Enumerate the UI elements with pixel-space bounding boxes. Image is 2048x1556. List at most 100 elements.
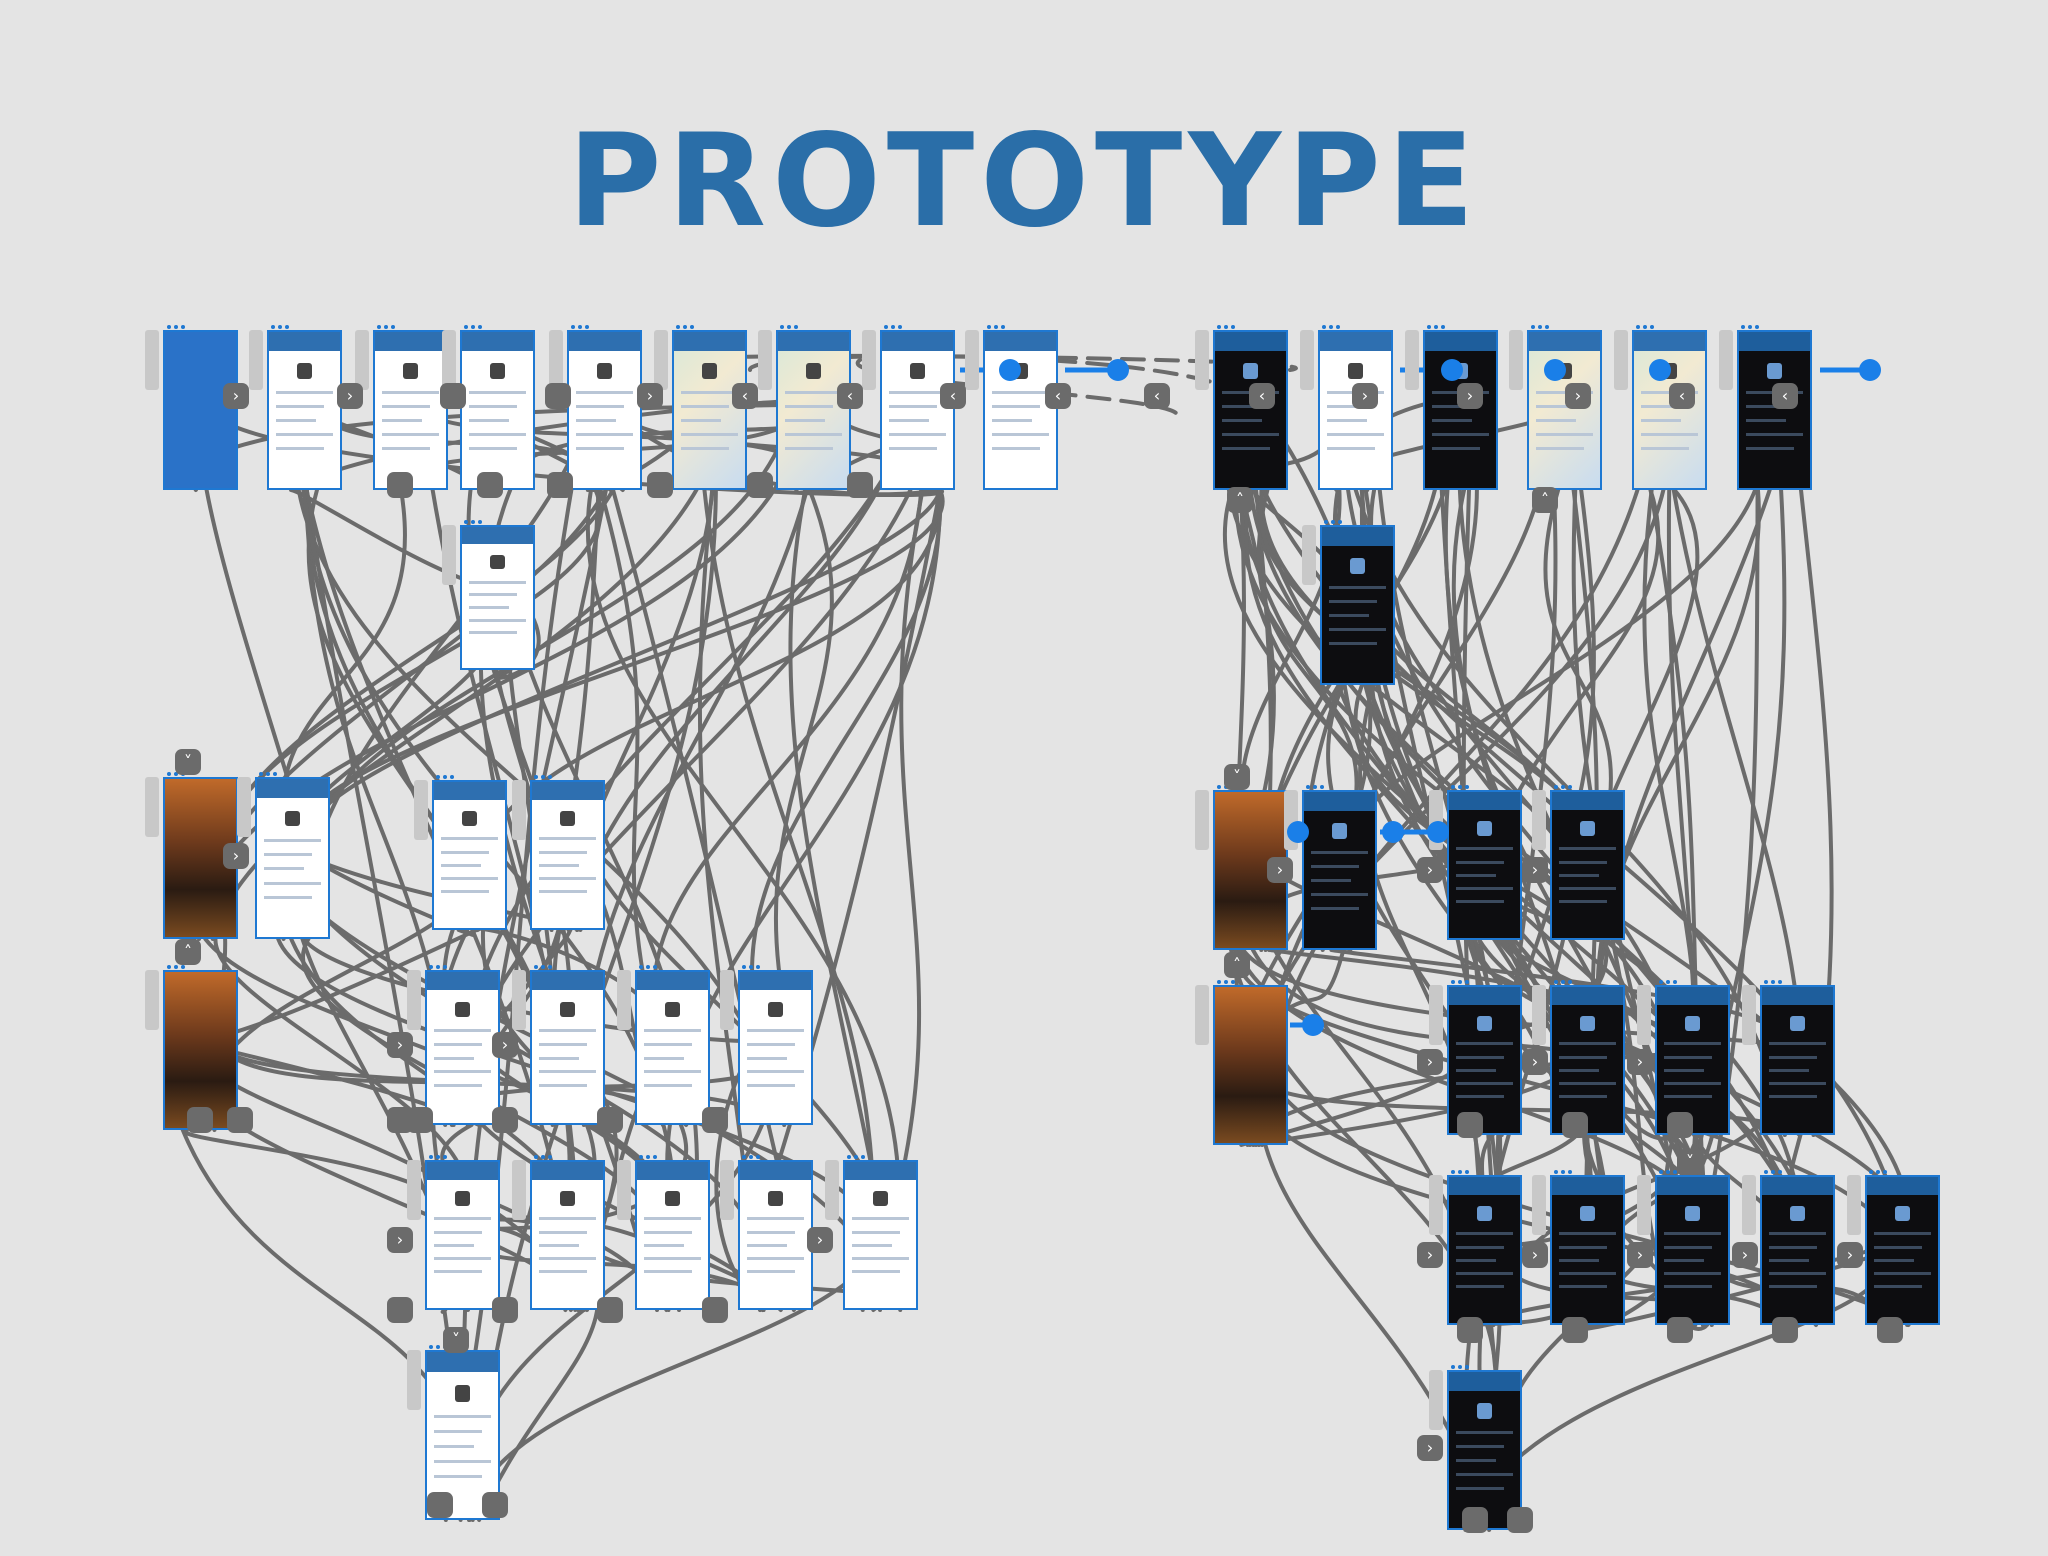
artboard-handle[interactable] <box>259 763 280 776</box>
connector-node[interactable] <box>407 1107 433 1133</box>
artboard-36[interactable] <box>1550 790 1625 940</box>
artboard-handle[interactable] <box>167 316 188 329</box>
chevron-right-icon[interactable]: › <box>1417 1242 1443 1268</box>
artboard-handle[interactable] <box>534 956 555 969</box>
artboard-6[interactable] <box>672 330 747 490</box>
connector-pin-icon[interactable] <box>1859 359 1881 381</box>
connector-node[interactable] <box>547 472 573 498</box>
artboard-handle[interactable] <box>1451 1356 1472 1369</box>
artboard-16[interactable] <box>425 970 500 1125</box>
artboard-45[interactable] <box>1760 1175 1835 1325</box>
connector-node[interactable] <box>1457 1317 1483 1343</box>
chevron-left-icon[interactable]: ‹ <box>940 383 966 409</box>
connector-node[interactable] <box>1457 1112 1483 1138</box>
artboard-handle[interactable] <box>1554 1161 1575 1174</box>
chevron-up-icon[interactable]: ˄ <box>175 939 201 965</box>
chevron-right-icon[interactable]: › <box>1267 857 1293 883</box>
chevron-right-icon[interactable]: › <box>1565 383 1591 409</box>
chevron-left-icon[interactable]: ‹ <box>1144 383 1170 409</box>
connector-pin-icon[interactable] <box>1441 359 1463 381</box>
chevron-left-icon[interactable]: ‹ <box>837 383 863 409</box>
chevron-up-icon[interactable]: ˄ <box>1532 487 1558 513</box>
artboard-handle[interactable] <box>1217 316 1238 329</box>
artboard-14[interactable] <box>432 780 507 930</box>
artboard-27[interactable] <box>1318 330 1393 490</box>
artboard-handle[interactable] <box>534 1146 555 1159</box>
chevron-down-icon[interactable]: ˅ <box>175 749 201 775</box>
artboard-handle[interactable] <box>534 766 555 779</box>
connector-node[interactable] <box>747 472 773 498</box>
chevron-right-icon[interactable]: › <box>1522 1049 1548 1075</box>
artboard-handle[interactable] <box>1451 1161 1472 1174</box>
artboard-28[interactable] <box>1423 330 1498 490</box>
connector-node[interactable] <box>545 383 571 409</box>
chevron-right-icon[interactable]: › <box>637 383 663 409</box>
chevron-left-icon[interactable]: ‹ <box>1249 383 1275 409</box>
connector-node[interactable] <box>227 1107 253 1133</box>
chevron-up-icon[interactable]: ˄ <box>1224 952 1250 978</box>
artboard-handle[interactable] <box>1869 1161 1890 1174</box>
artboard-handle[interactable] <box>742 956 763 969</box>
artboard-23[interactable] <box>738 1160 813 1310</box>
artboard-handle[interactable] <box>1217 971 1238 984</box>
artboard-handle[interactable] <box>1659 971 1680 984</box>
artboard-17[interactable] <box>530 970 605 1125</box>
artboard-handle[interactable] <box>1554 971 1575 984</box>
chevron-right-icon[interactable]: › <box>1522 1242 1548 1268</box>
connector-node[interactable] <box>1877 1317 1903 1343</box>
artboard-31[interactable] <box>1737 330 1812 490</box>
artboard-42[interactable] <box>1447 1175 1522 1325</box>
connector-pin-icon[interactable] <box>1382 821 1404 843</box>
chevron-right-icon[interactable]: › <box>337 383 363 409</box>
chevron-right-icon[interactable]: › <box>1522 857 1548 883</box>
connector-node[interactable] <box>477 472 503 498</box>
chevron-left-icon[interactable]: ‹ <box>732 383 758 409</box>
artboard-handle[interactable] <box>987 316 1008 329</box>
artboard-38[interactable] <box>1447 985 1522 1135</box>
chevron-right-icon[interactable]: › <box>387 1032 413 1058</box>
artboard-13[interactable] <box>163 970 238 1130</box>
connector-node[interactable] <box>427 1492 453 1518</box>
artboard-handle[interactable] <box>429 956 450 969</box>
artboard-35[interactable] <box>1447 790 1522 940</box>
artboard-handle[interactable] <box>1322 316 1343 329</box>
connector-node[interactable] <box>1772 1317 1798 1343</box>
artboard-handle[interactable] <box>436 766 457 779</box>
artboard-handle[interactable] <box>742 1146 763 1159</box>
connector-pin-icon[interactable] <box>1544 359 1566 381</box>
artboard-handle[interactable] <box>1306 776 1327 789</box>
artboard-44[interactable] <box>1655 1175 1730 1325</box>
artboard-handle[interactable] <box>884 316 905 329</box>
artboard-handle[interactable] <box>780 316 801 329</box>
artboard-3[interactable] <box>373 330 448 490</box>
artboard-37[interactable] <box>1213 985 1288 1145</box>
connector-node[interactable] <box>387 472 413 498</box>
artboard-handle[interactable] <box>1451 971 1472 984</box>
chevron-right-icon[interactable]: › <box>1417 1049 1443 1075</box>
connector-node[interactable] <box>1562 1317 1588 1343</box>
artboard-1[interactable] <box>163 330 238 490</box>
connector-node[interactable] <box>1667 1317 1693 1343</box>
artboard-handle[interactable] <box>1741 316 1762 329</box>
chevron-right-icon[interactable]: › <box>1627 1242 1653 1268</box>
connector-node[interactable] <box>1462 1507 1488 1533</box>
chevron-right-icon[interactable]: › <box>1417 857 1443 883</box>
chevron-left-icon[interactable]: ‹ <box>1669 383 1695 409</box>
artboard-handle[interactable] <box>167 956 188 969</box>
artboard-handle[interactable] <box>1636 316 1657 329</box>
chevron-right-icon[interactable]: › <box>1352 383 1378 409</box>
chevron-right-icon[interactable]: › <box>807 1227 833 1253</box>
connector-pin-icon[interactable] <box>1649 359 1671 381</box>
artboard-handle[interactable] <box>377 316 398 329</box>
chevron-right-icon[interactable]: › <box>1417 1435 1443 1461</box>
connector-node[interactable] <box>492 1297 518 1323</box>
artboard-9[interactable] <box>983 330 1058 490</box>
artboard-7[interactable] <box>776 330 851 490</box>
connector-node[interactable] <box>387 1297 413 1323</box>
artboard-handle[interactable] <box>271 316 292 329</box>
chevron-left-icon[interactable]: ‹ <box>1772 383 1798 409</box>
connector-node[interactable] <box>187 1107 213 1133</box>
artboard-handle[interactable] <box>1427 316 1448 329</box>
artboard-handle[interactable] <box>1764 1161 1785 1174</box>
artboard-30[interactable] <box>1632 330 1707 490</box>
